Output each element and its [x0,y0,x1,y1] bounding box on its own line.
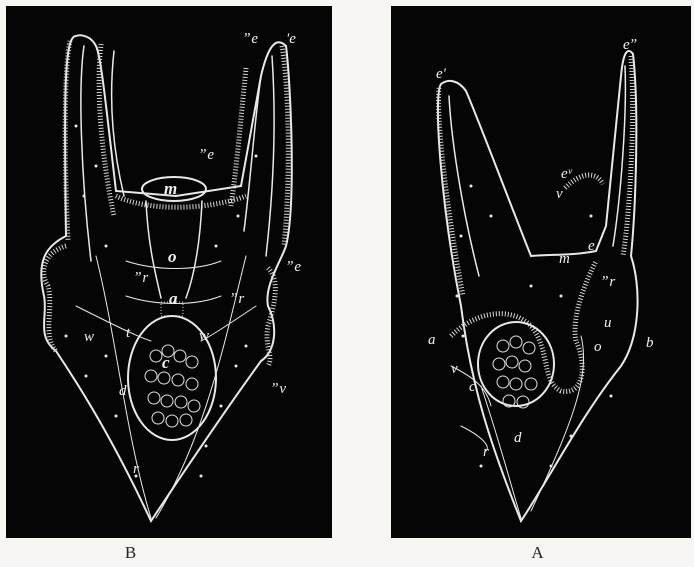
label-c: c [469,379,476,395]
tentacle-right-1 [231,68,246,206]
tentacle-right-inner [266,56,274,256]
figure-a-caption: A [518,543,558,563]
label-e-right: eˮ [623,37,638,53]
label-w-right: w [199,328,209,344]
label-d: d [119,383,127,399]
figure-b-plate: ˮe 'e ˮe m o ˮr a ˮe w t w ˮr c d ˮv r [6,6,332,538]
label-o: o [594,339,602,355]
stomach [478,322,554,406]
stomach-cells [145,345,200,427]
label-d: d [514,430,522,446]
label-w-left: w [84,329,94,345]
tentacle-left-inner [449,96,479,276]
label-m: m [559,251,570,267]
label-v-left: v [451,361,458,377]
label-r-right: ˮr [601,274,615,290]
stomach-cells [493,336,537,408]
label-e-inner: ˮe [243,31,258,47]
label-e-outer: 'e [286,31,296,47]
label-e-mid: e [588,238,595,254]
tentacle-left-inner [81,46,91,261]
label-u: u [604,315,612,331]
label-e-right: ˮe [286,259,301,275]
label-t: t [126,325,131,341]
label-v: v [556,186,563,202]
label-e-left: e' [436,66,447,82]
figure-a-plate: e' eˮ eᵛ v m e ˮr a u o b v c d r [391,6,691,538]
body-outline [41,35,292,521]
label-a: a [169,289,178,308]
tentacle-right [623,56,633,256]
label-ev: eᵛ [561,166,573,182]
figure-b-caption: B [111,543,151,563]
label-v: ˮv [271,381,286,397]
internal-lines [76,256,256,518]
figure-b-drawing: ˮe 'e ˮe m o ˮr a ˮe w t w ˮr c d ˮv r [6,6,332,538]
label-o: o [168,247,177,266]
label-m: m [164,179,177,198]
lobe-left [44,246,66,351]
label-r-bottom: r [133,461,139,477]
label-a: a [428,332,436,348]
tentacle-right-outer [282,46,288,246]
label-e-mid: ˮe [199,147,214,163]
label-b: b [646,335,654,351]
label-r-mid: ˮr [134,270,148,286]
figure-a-drawing: e' eˮ eᵛ v m e ˮr a u o b v c d r [391,6,691,538]
label-r-bottom: r [483,444,489,460]
label-r-right: ˮr [230,291,244,307]
label-c: c [162,353,170,372]
